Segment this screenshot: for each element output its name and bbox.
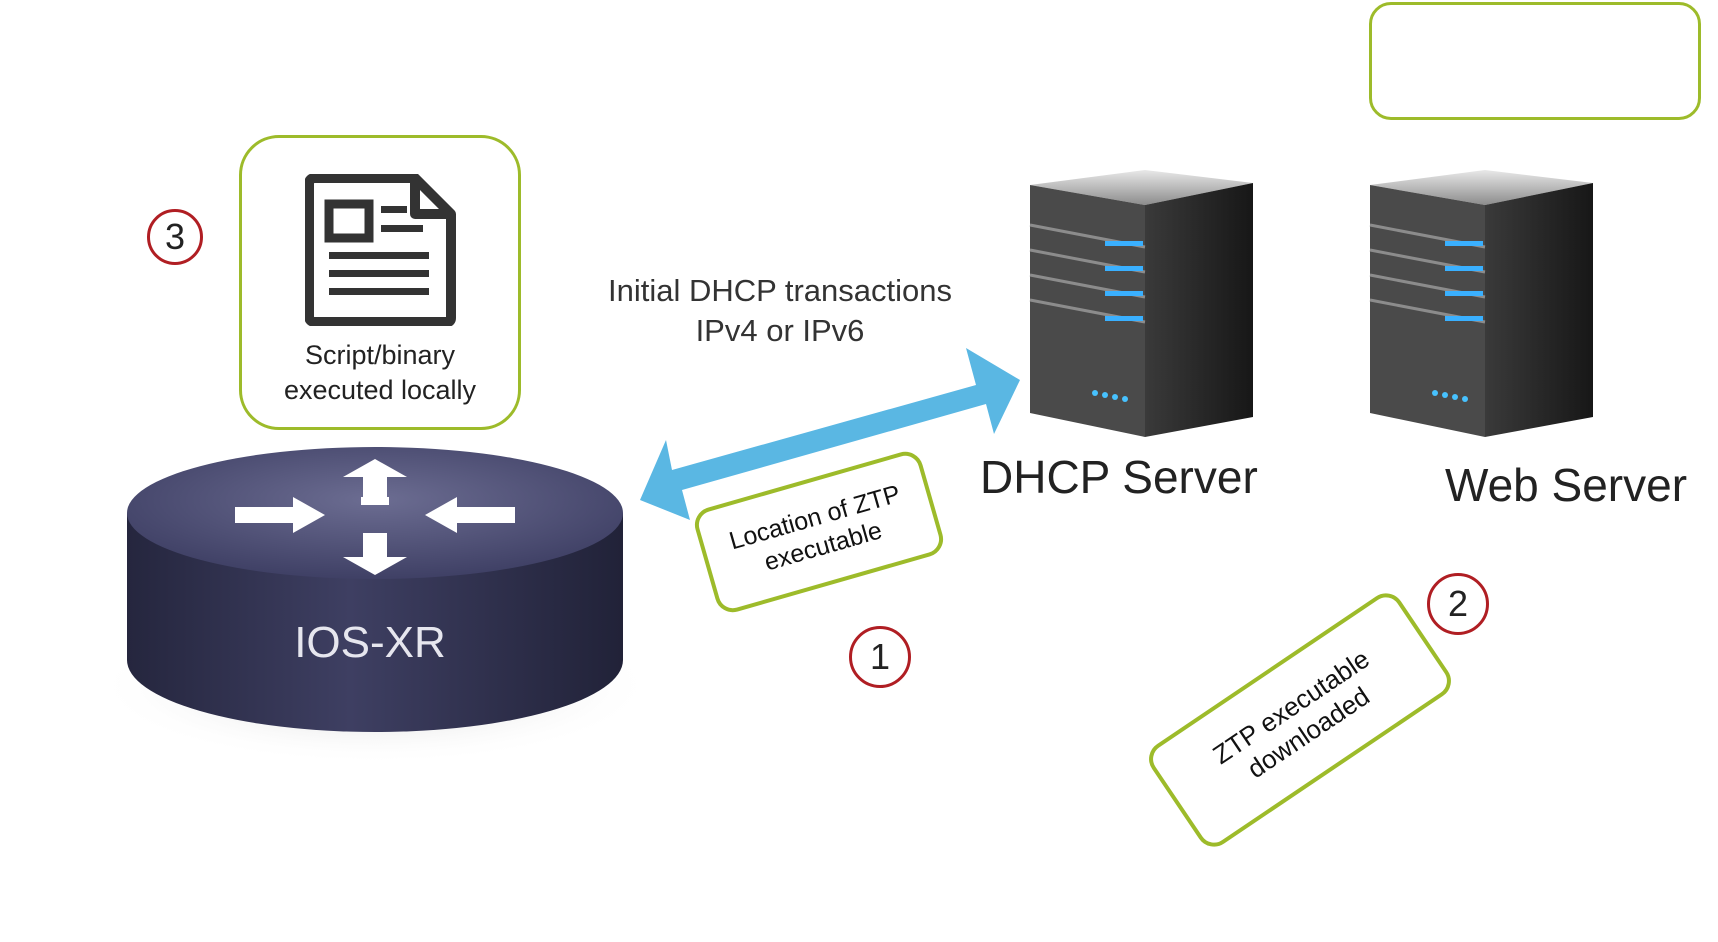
web-server-label: Web Server	[1445, 459, 1688, 511]
dhcp-note-line1: Initial DHCP transactions	[607, 273, 952, 308]
dhcp-server-icon	[1029, 170, 1253, 437]
router-label: IOS-XR	[294, 618, 446, 667]
dhcp-note-line2: IPv4 or IPv6	[695, 313, 865, 348]
step-2-badge: 2	[1427, 573, 1489, 635]
step-3-badge: 3	[147, 209, 203, 265]
document-icon	[305, 174, 456, 326]
web-server-icon	[1369, 170, 1593, 437]
script-label-line2: executed locally	[283, 375, 477, 405]
tag-ztp-downloaded: ZTP executable downloaded	[1142, 586, 1458, 854]
script-box: Script/binary executed locally	[239, 135, 521, 430]
dhcp-double-arrow	[640, 348, 1020, 520]
empty-callout-box	[1369, 2, 1701, 120]
step-1-badge: 1	[849, 626, 911, 688]
router-icon	[95, 447, 655, 765]
script-label-line1: Script/binary	[304, 340, 456, 370]
dhcp-server-label: DHCP Server	[980, 451, 1258, 503]
